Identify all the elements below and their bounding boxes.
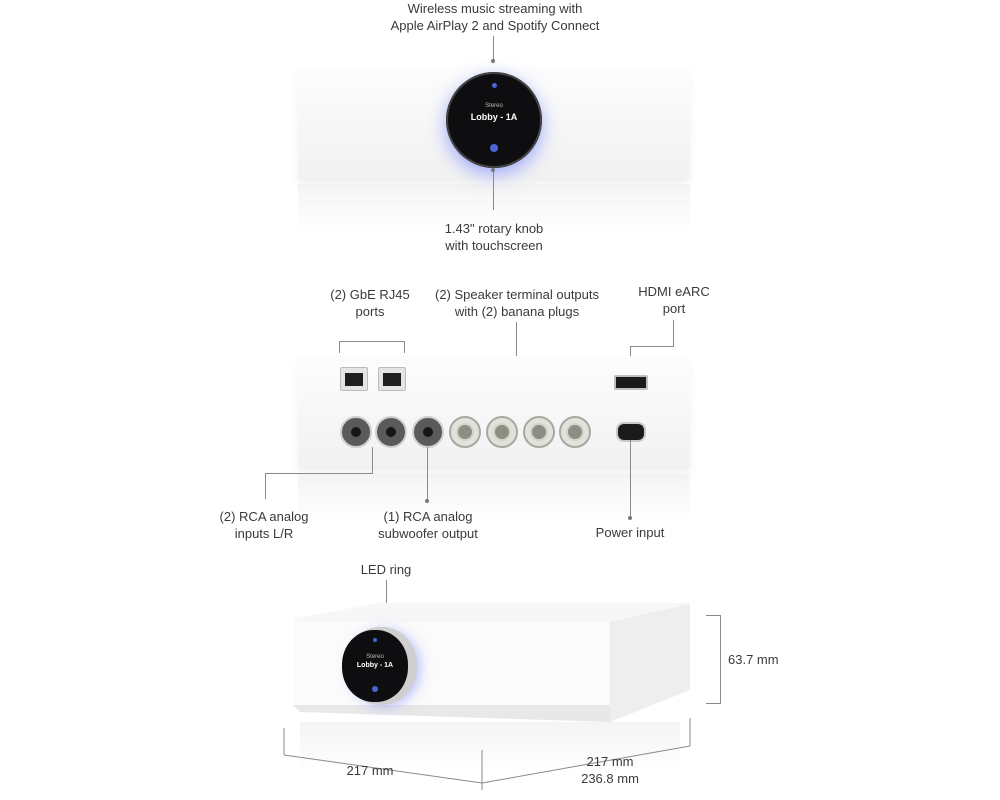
device-bottom-edge	[293, 705, 610, 722]
front-knob-top-icon	[492, 83, 497, 88]
height-bracket-bottom	[706, 703, 721, 704]
streaming-label-line1: Wireless music streaming with	[407, 1, 583, 16]
power-label-line1: Power input	[595, 525, 665, 540]
height-label: 63.7 mm	[728, 652, 779, 667]
rca-input-right	[375, 416, 407, 448]
power-leader-dot	[628, 516, 632, 520]
dims-device-reflection	[300, 722, 680, 772]
knob-label-line2: with touchscreen	[445, 238, 543, 253]
streaming-leader	[493, 36, 494, 62]
rca-in-label: (2) RCA analog inputs L/R	[204, 508, 324, 542]
side-rotary-knob: Stereo Lobby - 1A	[342, 630, 408, 702]
depth-label-line1: 217 mm	[586, 754, 634, 769]
knob-label: 1.43" rotary knob with touchscreen	[400, 220, 588, 254]
depth-label: 217 mm 236.8 mm	[570, 753, 650, 787]
side-knob-top-icon	[373, 638, 377, 642]
speaker-terminal-4	[559, 416, 591, 448]
knob-leader	[493, 170, 494, 210]
side-knob-name: Lobby - 1A	[356, 662, 394, 669]
rca-subwoofer-output	[412, 416, 444, 448]
speaker-label-line2: with (2) banana plugs	[454, 304, 580, 319]
device-side-face	[610, 604, 690, 722]
rj45-bracket-left	[339, 341, 340, 353]
hdmi-label: HDMI eARC port	[622, 283, 726, 317]
led-ring-label: LED ring	[360, 562, 412, 577]
speaker-terminal-1	[449, 416, 481, 448]
height-bracket-top	[706, 615, 721, 616]
rca-in-label-line1: (2) RCA analog	[219, 509, 309, 524]
back-device-reflection	[298, 474, 690, 524]
speaker-terminal-2	[486, 416, 518, 448]
rca-in-leader-h	[265, 473, 373, 474]
rca-sub-label-line2: subwoofer output	[378, 526, 478, 541]
front-knob-name: Lobby - 1A	[470, 112, 518, 122]
rj45-label-line1: (2) GbE RJ45	[330, 287, 410, 302]
power-label: Power input	[580, 524, 680, 541]
speaker-label-line1: (2) Speaker terminal outputs	[434, 287, 600, 302]
width-label: 217 mm	[346, 763, 394, 778]
rca-input-left	[340, 416, 372, 448]
rj45-bracket-right	[404, 341, 405, 353]
rca-sub-label-line1: (1) RCA analog	[383, 509, 473, 524]
front-rotary-knob: Stereo Lobby - 1A	[446, 72, 542, 168]
rca-in-leader-v	[372, 447, 373, 473]
power-port	[616, 422, 646, 442]
hdmi-label-line1: HDMI eARC	[638, 284, 710, 299]
rca-in-leader-drop	[265, 473, 266, 499]
knob-label-line1: 1.43" rotary knob	[444, 221, 544, 236]
rj45-port-1	[340, 367, 368, 391]
speaker-terminal-3	[523, 416, 555, 448]
rj45-port-2	[378, 367, 406, 391]
rca-sub-leader	[427, 447, 428, 502]
depth-label-line2: 236.8 mm	[581, 771, 639, 786]
streaming-label: Wireless music streaming with Apple AirP…	[380, 0, 610, 34]
hdmi-label-line2: port	[662, 301, 686, 316]
rj45-label: (2) GbE RJ45 ports	[310, 286, 430, 320]
device-top-face	[295, 603, 690, 628]
rca-sub-leader-dot	[425, 499, 429, 503]
front-knob-bottom-icon	[490, 144, 498, 152]
height-bracket	[720, 615, 721, 703]
streaming-label-line2: Apple AirPlay 2 and Spotify Connect	[390, 18, 600, 33]
rca-in-label-line2: inputs L/R	[234, 526, 294, 541]
front-device-reflection	[298, 184, 690, 232]
speaker-label: (2) Speaker terminal outputs with (2) ba…	[416, 286, 618, 320]
rj45-bracket	[339, 341, 404, 342]
side-knob-tag: Stereo	[366, 654, 384, 660]
hdmi-leader-v	[673, 320, 674, 346]
knob-leader-dot	[491, 168, 495, 172]
hdmi-leader-h	[630, 346, 674, 347]
rj45-label-line2: ports	[355, 304, 385, 319]
rca-sub-label: (1) RCA analog subwoofer output	[360, 508, 496, 542]
streaming-leader-dot	[491, 59, 495, 63]
power-leader	[630, 440, 631, 518]
side-knob-bottom-icon	[372, 686, 378, 692]
front-knob-tag: Stereo	[485, 103, 503, 109]
hdmi-port	[614, 375, 648, 390]
